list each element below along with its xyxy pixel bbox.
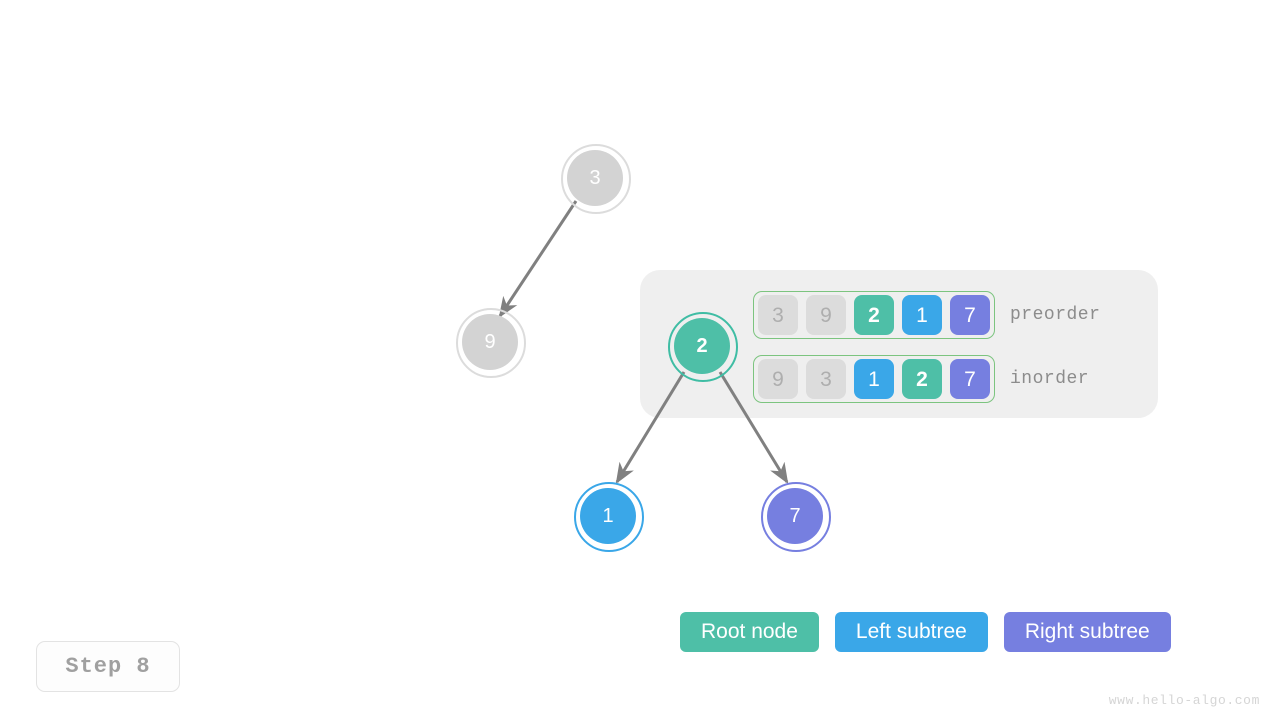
tree-node-2[interactable]: 2 xyxy=(668,312,738,382)
preorder-cell-0[interactable]: 3 xyxy=(758,295,798,335)
legend-item-right-subtree[interactable]: Right subtree xyxy=(1003,612,1171,652)
preorder-label: preorder xyxy=(1010,305,1101,325)
legend-item-root-node[interactable]: Root node xyxy=(680,612,819,652)
legend: Root node Left subtree Right subtree xyxy=(680,612,1171,652)
watermark: www.hello-algo.com xyxy=(1108,693,1260,708)
step-badge: Step 8 xyxy=(36,641,180,692)
inorder-cell-3[interactable]: 2 xyxy=(902,359,942,399)
preorder-cell-4[interactable]: 7 xyxy=(950,295,990,335)
preorder-cell-3[interactable]: 1 xyxy=(902,295,942,335)
tree-node-1-value: 1 xyxy=(602,504,614,527)
tree-node-9[interactable]: 9 xyxy=(456,308,526,378)
tree-node-3[interactable]: 3 xyxy=(561,144,631,214)
inorder-cell-4[interactable]: 7 xyxy=(950,359,990,399)
tree-node-7[interactable]: 7 xyxy=(761,482,831,552)
preorder-array: 3 9 2 1 7 xyxy=(753,291,995,339)
preorder-row: 3 9 2 1 7 preorder xyxy=(753,291,1100,339)
legend-item-left-subtree[interactable]: Left subtree xyxy=(834,612,988,652)
inorder-cell-2[interactable]: 1 xyxy=(854,359,894,399)
preorder-cell-1[interactable]: 9 xyxy=(806,295,846,335)
tree-node-2-value: 2 xyxy=(696,334,708,357)
tree-node-7-value: 7 xyxy=(789,504,801,527)
edge-3-9 xyxy=(498,200,578,319)
inorder-row: 9 3 1 2 7 inorder xyxy=(753,355,1089,403)
tree-node-9-value: 9 xyxy=(484,330,496,353)
inorder-label: inorder xyxy=(1010,369,1090,389)
tree-node-1[interactable]: 1 xyxy=(574,482,644,552)
tree-node-3-value: 3 xyxy=(589,166,601,189)
inorder-cell-0[interactable]: 9 xyxy=(758,359,798,399)
preorder-cell-2[interactable]: 2 xyxy=(854,295,894,335)
inorder-array: 9 3 1 2 7 xyxy=(753,355,995,403)
inorder-cell-1[interactable]: 3 xyxy=(806,359,846,399)
